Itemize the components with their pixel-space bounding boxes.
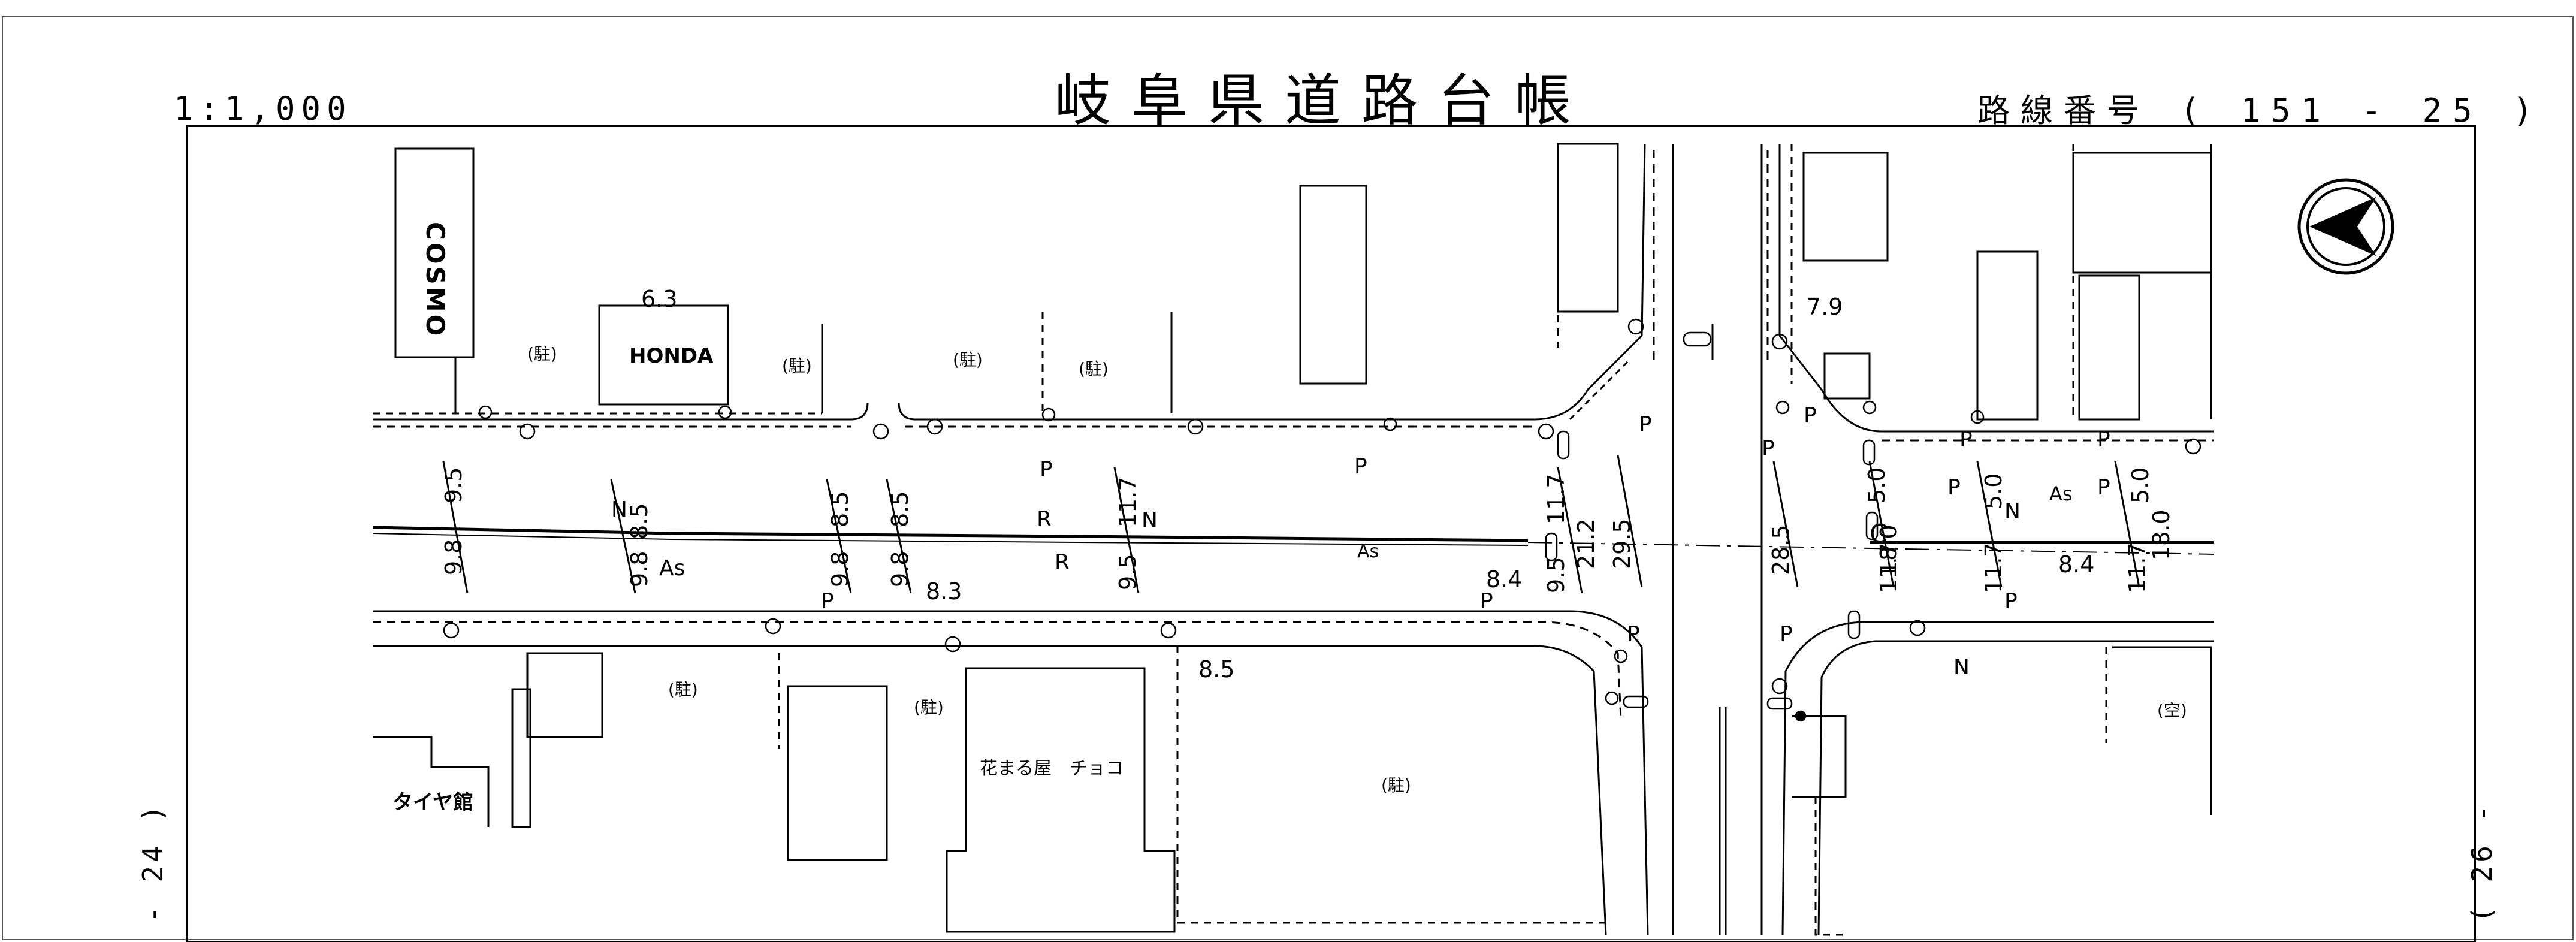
road-width-label: 9.5 bbox=[1543, 557, 1569, 593]
road-width-label: 5.0 bbox=[2127, 467, 2154, 503]
road-width-label: 11.7 bbox=[2124, 542, 2151, 593]
road-width-label: 9.5 bbox=[440, 467, 467, 503]
road-width-label: 11.7 bbox=[1115, 476, 1141, 527]
road-width-label: 9.8 bbox=[827, 551, 853, 587]
parking-lot-label: (駐) bbox=[1079, 359, 1109, 379]
road-width-label: 9.8 bbox=[626, 551, 653, 587]
road-width-label: 21.2 bbox=[1573, 518, 1599, 569]
map-mark: N bbox=[1953, 655, 1970, 680]
honda-building bbox=[598, 304, 729, 406]
parking-lot-label: (駐) bbox=[953, 350, 983, 370]
honda-label: HONDA bbox=[629, 344, 714, 368]
map-scale: 1:1,000 bbox=[174, 90, 352, 128]
main-road bbox=[372, 334, 2215, 935]
route-number: 路線番号 ( 151 - 25 ) bbox=[1977, 92, 2544, 129]
cosmo-building bbox=[394, 147, 475, 358]
map-mark: N bbox=[2004, 499, 2021, 524]
parking-mark: P bbox=[1947, 475, 1961, 500]
tire-shop-label: タイヤ館 bbox=[392, 790, 473, 814]
sheet-border bbox=[2, 16, 2574, 940]
parking-mark: P bbox=[2097, 475, 2110, 500]
map-mark: R bbox=[1037, 507, 1052, 532]
surface-label: As bbox=[1357, 541, 1379, 562]
buildings bbox=[373, 143, 2212, 936]
parking-lot-label: (駐) bbox=[782, 356, 812, 376]
parking-lot-label: (駐) bbox=[527, 344, 557, 364]
road-width-label: 11.7 bbox=[1980, 542, 2007, 593]
map-mark: N bbox=[611, 497, 627, 522]
spot-elevation: 8.5 bbox=[1198, 656, 1234, 683]
north-arrow-icon bbox=[2297, 178, 2394, 275]
surface-label: As bbox=[659, 556, 685, 581]
road-width-label: 8.5 bbox=[827, 491, 853, 527]
road-width-label: 18.0 bbox=[1876, 524, 1902, 575]
hanamaru-label: 花まる屋 チョコ bbox=[980, 758, 1124, 779]
road-width-label: 28.5 bbox=[1768, 524, 1794, 575]
road-width-label: 9.5 bbox=[1115, 554, 1141, 590]
spot-elevation: 6.3 bbox=[641, 286, 677, 312]
map-frame bbox=[186, 125, 2476, 942]
parking-mark: P bbox=[1480, 589, 1493, 614]
parking-mark: P bbox=[1354, 454, 1367, 479]
utility-poles bbox=[443, 318, 2201, 722]
road-width-label: 9.8 bbox=[887, 551, 913, 587]
parking-mark: P bbox=[821, 589, 834, 614]
parking-mark: P bbox=[1762, 436, 1775, 461]
road-width-label: 29.5 bbox=[1609, 518, 1635, 569]
parking-mark: P bbox=[1959, 427, 1973, 452]
spot-elevation: 8.4 bbox=[2058, 551, 2094, 578]
cross-road bbox=[1641, 143, 1781, 935]
parking-mark: P bbox=[1040, 457, 1053, 482]
parking-mark: P bbox=[2097, 427, 2110, 452]
road-width-label: 5.0 bbox=[1864, 467, 1890, 503]
parking-lot-label: (駐) bbox=[1381, 775, 1411, 795]
road-width-label: 9.8 bbox=[440, 539, 467, 575]
road-width-label: 18.0 bbox=[2148, 509, 2175, 560]
parking-lot-label: (駐) bbox=[914, 698, 944, 717]
road-width-label: 11.7 bbox=[1543, 473, 1569, 524]
road-width-label: 8.5 bbox=[887, 491, 913, 527]
width-dimension-lines bbox=[442, 455, 2140, 594]
road-width-label: 11.7 bbox=[1876, 542, 1902, 593]
parking-mark: P bbox=[1639, 412, 1652, 437]
spot-elevation: 8.3 bbox=[926, 578, 962, 605]
spot-elevation: 8.4 bbox=[1486, 566, 1522, 593]
map-mark: N bbox=[1141, 508, 1158, 533]
parking-mark: P bbox=[1780, 622, 1793, 647]
parking-mark: P bbox=[2004, 589, 2018, 614]
parking-mark: P bbox=[1804, 403, 1817, 428]
road-width-label: 5.0 bbox=[1980, 473, 2007, 509]
vacant-lot-label: (空) bbox=[2157, 701, 2187, 720]
road-width-label: 8.5 bbox=[626, 503, 653, 539]
map-title: 岐阜県道路台帳 bbox=[1055, 68, 1592, 134]
spot-elevation: 7.9 bbox=[1807, 294, 1843, 320]
parking-lot-label: (駐) bbox=[668, 680, 698, 699]
cosmo-label: COSMO bbox=[421, 222, 450, 338]
parking-mark: P bbox=[1627, 622, 1640, 647]
map-mark: R bbox=[1055, 550, 1070, 575]
surface-label: As bbox=[2049, 482, 2073, 505]
map-mark: C bbox=[1870, 519, 1887, 548]
